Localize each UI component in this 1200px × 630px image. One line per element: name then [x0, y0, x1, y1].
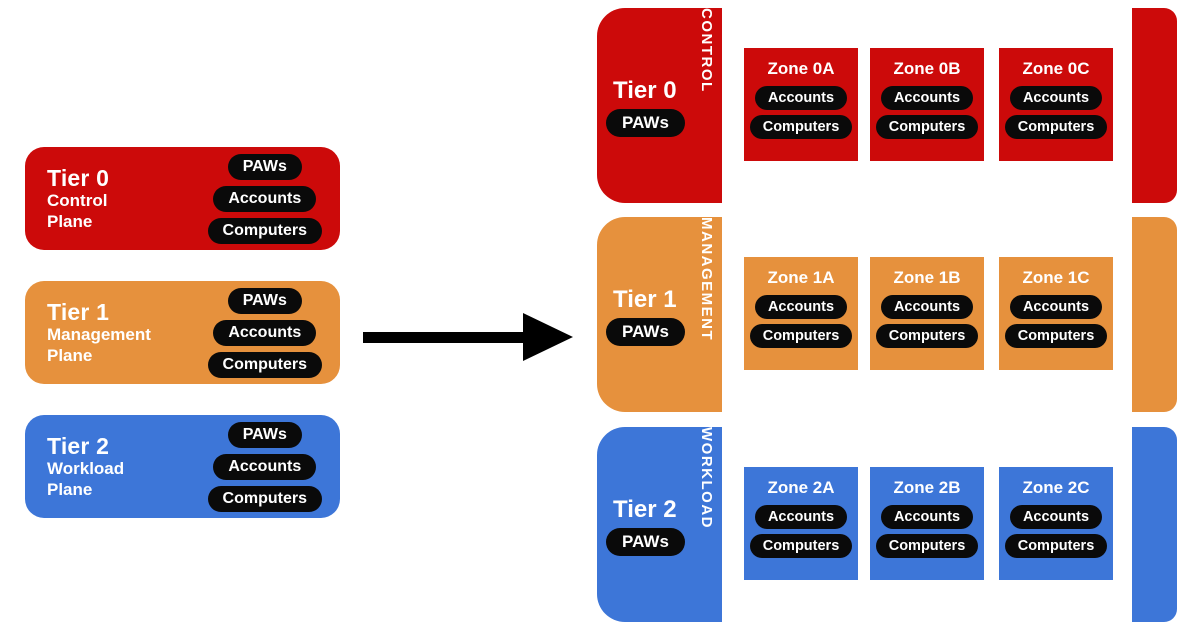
zone-2c-accounts-pill: Accounts: [1009, 505, 1103, 529]
zone-1a-accounts-pill: Accounts: [754, 295, 848, 319]
zone-2c-computers-pill: Computers: [1004, 534, 1108, 558]
tier1-card-subtitle-line1: Management: [47, 324, 151, 344]
zone-2a-title: Zone 2A: [767, 478, 835, 497]
tier0-computers-pill: Computers: [207, 217, 322, 244]
tier1-vertical-label: MANAGEMENT: [698, 217, 715, 342]
zone-0c-accounts-pill: Accounts: [1009, 86, 1103, 110]
tier2-card-text: Tier 2 Workload Plane: [47, 433, 124, 501]
zone-1a-title: Zone 1A: [767, 268, 835, 287]
tier1-card: Tier 1 Management Plane PAWs Accounts Co…: [25, 281, 340, 384]
tier2-block-paws-pill: PAWs: [606, 528, 685, 556]
arrow-shaft: [363, 332, 526, 343]
tier0-vertical-label: CONTROL: [698, 8, 715, 93]
zone-1a-pills: Accounts Computers: [744, 295, 858, 348]
tier0-accounts-pill: Accounts: [213, 185, 317, 212]
arrow-head-icon: [523, 313, 573, 361]
tier1-computers-pill: Computers: [207, 351, 322, 378]
tier2-accounts-pill: Accounts: [213, 453, 317, 480]
zone-1b-pills: Accounts Computers: [870, 295, 984, 348]
zone-1c-computers-pill: Computers: [1004, 324, 1108, 348]
zone-2b-computers-pill: Computers: [875, 534, 979, 558]
zone-2b-pills: Accounts Computers: [870, 505, 984, 558]
zone-2c-pills: Accounts Computers: [999, 505, 1113, 558]
tier2-card: Tier 2 Workload Plane PAWs Accounts Comp…: [25, 415, 340, 518]
tier2-paws-pill: PAWs: [227, 421, 302, 448]
zone-1b-accounts-pill: Accounts: [880, 295, 974, 319]
zone-2a-computers-pill: Computers: [749, 534, 853, 558]
tier0-card-text: Tier 0 Control Plane: [47, 165, 109, 233]
zone-1c-box: Zone 1C Accounts Computers: [999, 257, 1113, 370]
tier2-edge-bar: [1132, 427, 1177, 622]
zone-1b-computers-pill: Computers: [875, 324, 979, 348]
tier1-block-paws-pill: PAWs: [606, 318, 685, 346]
zone-0b-box: Zone 0B Accounts Computers: [870, 48, 984, 161]
zone-1b-title: Zone 1B: [893, 268, 961, 287]
tier0-pill-stack: PAWs Accounts Computers: [207, 153, 322, 244]
zone-0c-computers-pill: Computers: [1004, 115, 1108, 139]
tier1-card-text: Tier 1 Management Plane: [47, 299, 151, 367]
zone-2a-pills: Accounts Computers: [744, 505, 858, 558]
tier1-card-subtitle-line2: Plane: [47, 345, 93, 365]
tier0-edge-bar: [1132, 8, 1177, 203]
zone-0a-computers-pill: Computers: [749, 115, 853, 139]
tier1-accounts-pill: Accounts: [213, 319, 317, 346]
tier0-card-subtitle-line1: Control: [47, 190, 108, 210]
zone-0b-computers-pill: Computers: [875, 115, 979, 139]
zone-0b-pills: Accounts Computers: [870, 86, 984, 139]
tier0-paws-pill: PAWs: [227, 153, 302, 180]
zone-2c-box: Zone 2C Accounts Computers: [999, 467, 1113, 580]
tier1-card-title: Tier 1: [47, 298, 110, 325]
zone-2b-box: Zone 2B Accounts Computers: [870, 467, 984, 580]
tier0-card: Tier 0 Control Plane PAWs Accounts Compu…: [25, 147, 340, 250]
tier2-card-title: Tier 2: [47, 432, 110, 459]
zone-1a-computers-pill: Computers: [749, 324, 853, 348]
zone-1b-box: Zone 1B Accounts Computers: [870, 257, 984, 370]
tier0-card-title: Tier 0: [47, 164, 110, 191]
tier1-paws-pill: PAWs: [227, 287, 302, 314]
tier2-block-title: Tier 2: [613, 496, 677, 523]
tier0-block-title: Tier 0: [613, 77, 677, 104]
zone-1c-accounts-pill: Accounts: [1009, 295, 1103, 319]
zone-0a-accounts-pill: Accounts: [754, 86, 848, 110]
tier1-row: Tier 1 PAWs MANAGEMENT Zone 1A Accounts …: [597, 217, 1177, 412]
tier2-vertical-label: WORKLOAD: [698, 427, 715, 529]
tier0-row: Tier 0 PAWs CONTROL Zone 0A Accounts Com…: [597, 8, 1177, 203]
zone-1c-title: Zone 1C: [1022, 268, 1090, 287]
tier2-card-subtitle-line2: Plane: [47, 479, 93, 499]
zone-2b-title: Zone 2B: [893, 478, 961, 497]
zone-0a-box: Zone 0A Accounts Computers: [744, 48, 858, 161]
zone-0c-box: Zone 0C Accounts Computers: [999, 48, 1113, 161]
zone-2b-accounts-pill: Accounts: [880, 505, 974, 529]
tier0-block: Tier 0 PAWs CONTROL: [597, 8, 722, 203]
tier2-row: Tier 2 PAWs WORKLOAD Zone 2A Accounts Co…: [597, 427, 1177, 622]
zone-0b-accounts-pill: Accounts: [880, 86, 974, 110]
zone-2c-title: Zone 2C: [1022, 478, 1090, 497]
zone-0a-pills: Accounts Computers: [744, 86, 858, 139]
zone-0b-title: Zone 0B: [893, 59, 961, 78]
tier1-pill-stack: PAWs Accounts Computers: [207, 287, 322, 378]
zone-2a-accounts-pill: Accounts: [754, 505, 848, 529]
tier1-block-title: Tier 1: [613, 286, 677, 313]
tier0-card-subtitle-line2: Plane: [47, 211, 93, 231]
tier1-block: Tier 1 PAWs MANAGEMENT: [597, 217, 722, 412]
tier2-card-subtitle-line1: Workload: [47, 458, 125, 478]
zone-2a-box: Zone 2A Accounts Computers: [744, 467, 858, 580]
zone-1c-pills: Accounts Computers: [999, 295, 1113, 348]
zone-0a-title: Zone 0A: [767, 59, 835, 78]
zone-1a-box: Zone 1A Accounts Computers: [744, 257, 858, 370]
tier2-computers-pill: Computers: [207, 485, 322, 512]
tier0-block-paws-pill: PAWs: [606, 109, 685, 137]
tier2-block: Tier 2 PAWs WORKLOAD: [597, 427, 722, 622]
tier2-pill-stack: PAWs Accounts Computers: [207, 421, 322, 512]
tier1-edge-bar: [1132, 217, 1177, 412]
zone-0c-pills: Accounts Computers: [999, 86, 1113, 139]
zone-0c-title: Zone 0C: [1022, 59, 1090, 78]
